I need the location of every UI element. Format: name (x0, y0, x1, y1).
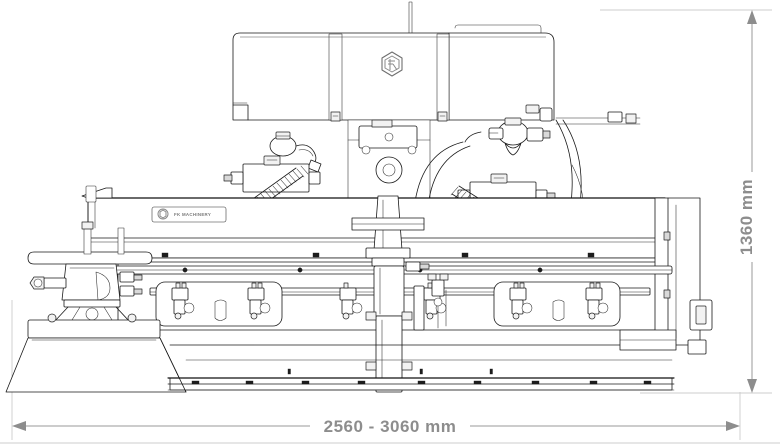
left-valve-head (269, 131, 322, 173)
deck-indicators (161, 252, 595, 258)
fk-hexagon-emblem (381, 51, 403, 77)
bottom-skid-rail (159, 337, 675, 393)
dimension-arrow-bottom (747, 379, 757, 393)
nameplate: FK MACHINERY (151, 206, 227, 223)
machine-assembly: FK MACHINERY (5, 1, 713, 393)
rail-pins (287, 368, 493, 375)
top-pipe-run (555, 111, 641, 125)
nameplate-text: FK MACHINERY (174, 212, 211, 217)
center-gear-housing (358, 119, 418, 155)
hydraulic-valve-manifold (464, 104, 553, 156)
dimension-arrow-top (747, 10, 757, 24)
mid-machinery (125, 104, 641, 303)
width-dimension-label: 2560 - 3060 mm (324, 417, 457, 436)
dimension-arrow-left (12, 421, 26, 431)
engine-hood-housing (232, 24, 555, 122)
center-hydraulic-detail (405, 261, 449, 331)
left-gearbox-assembly (27, 221, 161, 339)
nozzle-bracket-assemblies (171, 282, 609, 320)
horizontal-dimension: 2560 - 3060 mm (12, 417, 740, 436)
left-skid-shoe (5, 337, 187, 393)
vertical-rod (408, 1, 413, 36)
height-dimension-label: 1360 mm (737, 179, 756, 255)
dimension-arrow-right (726, 421, 740, 431)
right-lower-bracket (619, 329, 707, 355)
center-pivot-column (351, 195, 425, 393)
support-roller (373, 265, 405, 317)
left-hydraulic-cylinder (223, 155, 321, 193)
vertical-dimension: 1360 mm (737, 10, 757, 393)
rail-bolts (191, 380, 652, 385)
main-deck-body: FK MACHINERY (81, 185, 713, 346)
dimension-extension-lines (11, 9, 772, 440)
